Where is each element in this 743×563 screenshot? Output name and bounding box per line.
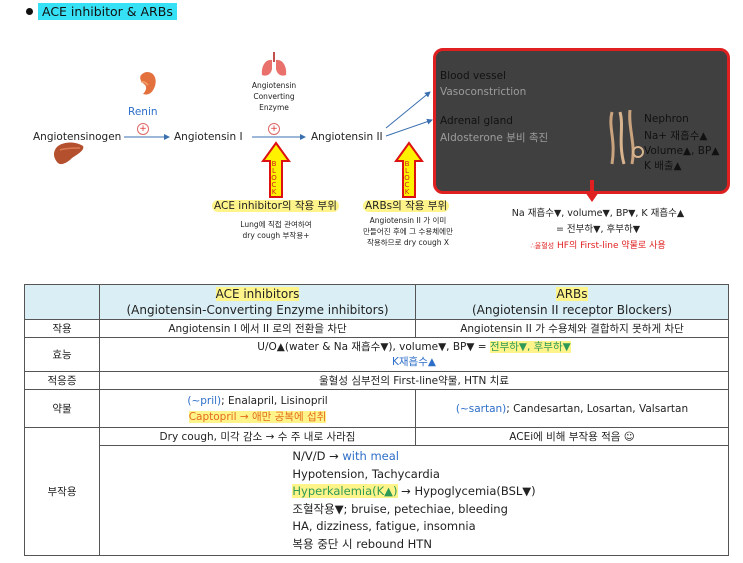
row-label-side-effect: 부작용 [24,427,100,556]
comparison-table: ACE inhibitors (Angiotensin-Converting E… [24,284,729,556]
row-label-drug: 약물 [24,389,100,428]
arb-site-label: ARBs의 작용 부위 [363,200,450,212]
nephron-effects: Na+ 재흡수▲ Volume▲, BP▲ K 배출▲ [644,130,720,172]
nephron-icon [609,109,644,165]
side-ace-top: Dry cough, 미각 감소 → 수 주 내로 사라짐 [99,427,416,446]
header-arb: ARBs (Angiotensin II receptor Blockers) [415,284,729,320]
ace-site-label: ACE inhibitor의 작용 부위 [212,200,339,212]
arrow-to-vessel [385,91,431,129]
ace-block-text: BLOCK [270,160,278,195]
angiotensin2-label: Angiotensin II [311,131,383,143]
row-label-action: 작용 [24,319,100,338]
table-header-row: ACE inhibitors (Angiotensin-Converting E… [24,284,729,320]
angiotensin1-label: Angiotensin I [174,131,243,143]
adrenal-title: Adrenal gland [440,115,513,127]
arb-block-arrow [394,141,424,198]
page-heading: ACE inhibitor & ARBs [38,3,177,20]
side-effect-list: N/V/D → with meal Hypotension, Tachycard… [99,445,729,556]
arrow-to-adrenal [385,118,433,137]
action-ace: Angiotensin I 에서 II 로의 전환을 차단 [99,319,416,338]
table-row-side-list: N/V/D → with meal Hypotension, Tachycard… [25,445,729,556]
arb-site-note: Angiotensin II 가 이미 만들어진 후에 그 수용체에만 작용하므… [363,216,453,247]
adrenal-sub: Aldosterone 분비 촉진 [440,132,549,144]
arb-block-text: BLOCK [403,160,411,195]
result-text: Na 재흡수▼, volume▼, BP▼, K 재흡수▲ = 전부하▼, 후부… [511,208,685,251]
kidney-icon [140,72,156,95]
table-row-drug: 약물 (~pril); Enalapril, Lisinopril Captop… [24,389,729,428]
ace-site-note: Lung에 직접 관여하여 dry cough 부작용+ [240,220,312,240]
angiotensinogen-label: Angiotensinogen [33,131,122,143]
effect-cell: U/O▲(water & Na 재흡수▼), volume▼, BP▼ = 전부… [99,337,729,372]
heading-bullet [26,8,33,15]
row-label-indication: 적응증 [24,371,100,390]
renin-label: Renin [128,106,158,118]
nephron-title: Nephron [644,113,689,125]
row-label-effect: 효능 [24,337,100,372]
ace-block-arrow [261,141,291,198]
action-arb: Angiotensin II 가 수용체와 결합하지 못하게 차단 [415,319,729,338]
side-arb-top: ACEi에 비해 부작용 적음 ☺ [415,427,729,446]
indication-cell: 울혈성 심부전의 First-line약물, HTN 치료 [99,371,729,390]
table-row-effect: 효능 U/O▲(water & Na 재흡수▼), volume▼, BP▼ =… [24,337,729,372]
table-row-indication: 적응증 울혈성 심부전의 First-line약물, HTN 치료 [24,371,729,390]
ace-plus-icon: + [268,123,280,135]
vessel-title: Blood vessel [440,70,506,82]
lungs-icon [261,52,287,76]
vessel-sub: Vasoconstriction [440,86,527,98]
ace-enzyme-label: Angiotensin Converting Enzyme [251,81,297,112]
table-row-action: 작용 Angiotensin I 에서 II 로의 전환을 차단 Angiote… [24,319,729,338]
effects-box [433,48,730,194]
header-ace: ACE inhibitors (Angiotensin-Converting E… [99,284,416,320]
drug-arb: (~sartan); Candesartan, Losartan, Valsar… [415,389,729,428]
drug-ace: (~pril); Enalapril, Lisinopril Captopril… [99,389,416,428]
header-empty-cell [24,284,100,320]
table-row-side-top: 부작용 Dry cough, 미각 감소 → 수 주 내로 사라짐 ACEi에 … [24,427,729,556]
renin-plus-icon: + [137,123,149,135]
result-arrow [585,180,599,202]
liver-icon [53,142,84,165]
